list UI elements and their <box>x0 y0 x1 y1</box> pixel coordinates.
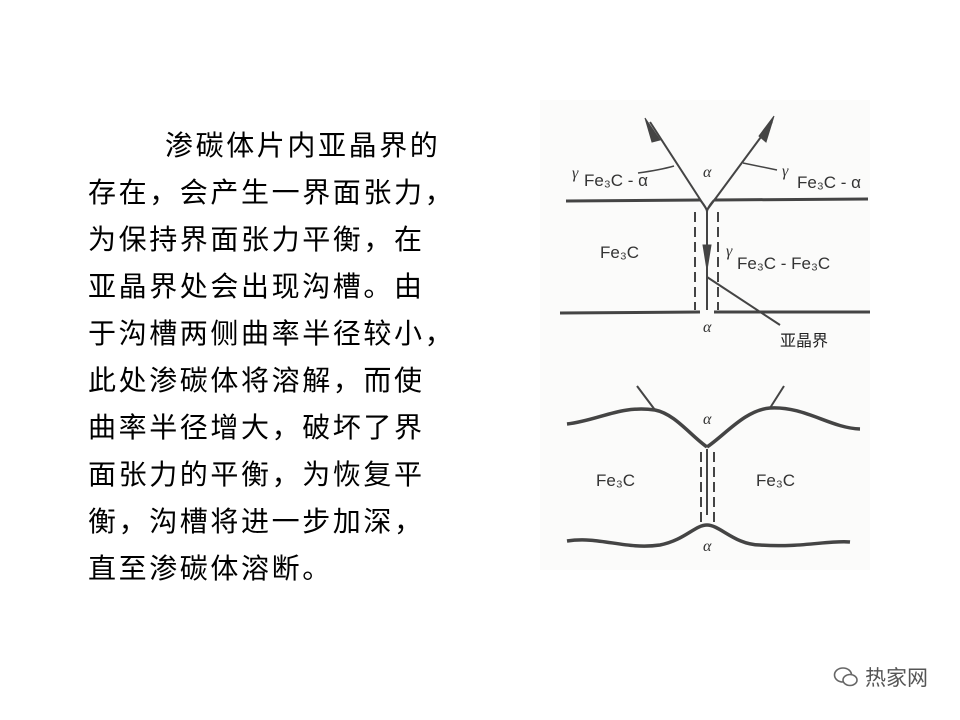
text-line: 曲率半径增大，破坏了界 <box>88 411 425 444</box>
lower-interface <box>566 523 851 548</box>
text-line: 为保持界面张力平衡，在 <box>88 223 425 256</box>
text-line: 亚晶界处会出现沟槽。由 <box>88 270 425 303</box>
alpha-label: α <box>703 319 712 336</box>
text-line: 渗碳体片内亚晶界的 <box>165 129 441 162</box>
tension-arrow-left <box>649 121 708 211</box>
figure-background <box>540 100 870 570</box>
subgrain-pointer <box>706 276 781 326</box>
upper-interface <box>565 197 869 203</box>
watermark: 热家网 <box>833 662 928 692</box>
text-line: 直至渗碳体溶断。 <box>88 552 333 585</box>
lower-interface <box>559 310 870 315</box>
gamma-symbol: γ <box>782 163 789 180</box>
text-line: 衡，沟槽将进一步加深， <box>88 505 425 538</box>
phase-label-right: Fe₃C <box>756 471 795 490</box>
wechat-icon <box>833 667 858 687</box>
text-line: 于沟槽两侧曲率半径较小， <box>88 317 456 350</box>
gamma-symbol: γ <box>726 243 733 260</box>
alpha-label: α <box>703 164 712 181</box>
phase-label: Fe₃C <box>600 243 639 262</box>
left-tension-label: Fe₃C - α <box>584 171 648 190</box>
text-line: 此处渗碳体将溶解，而使 <box>88 364 425 397</box>
subgrain-boundary-label: 亚晶界 <box>780 331 828 350</box>
boundary-arrow <box>702 244 712 271</box>
right-tension-label: Fe₃C - α <box>797 173 861 192</box>
text-line: 存在，会产生一界面张力， <box>88 176 456 209</box>
bottom-diagram <box>566 385 861 548</box>
text-line: 面张力的平衡，为恢复平 <box>88 458 425 491</box>
alpha-label: α <box>703 538 712 555</box>
boundary-tension-label: Fe₃C - Fe₃C <box>737 254 830 273</box>
top-diagram <box>559 115 870 326</box>
watermark-text: 热家网 <box>865 666 928 690</box>
gamma-symbol: γ <box>572 165 579 182</box>
alpha-label: α <box>703 411 712 428</box>
phase-label-left: Fe₃C <box>596 471 635 490</box>
description-paragraph: 渗碳体片内亚晶界的 存在，会产生一界面张力， 为保持界面张力平衡，在 亚晶界处会… <box>88 122 488 592</box>
